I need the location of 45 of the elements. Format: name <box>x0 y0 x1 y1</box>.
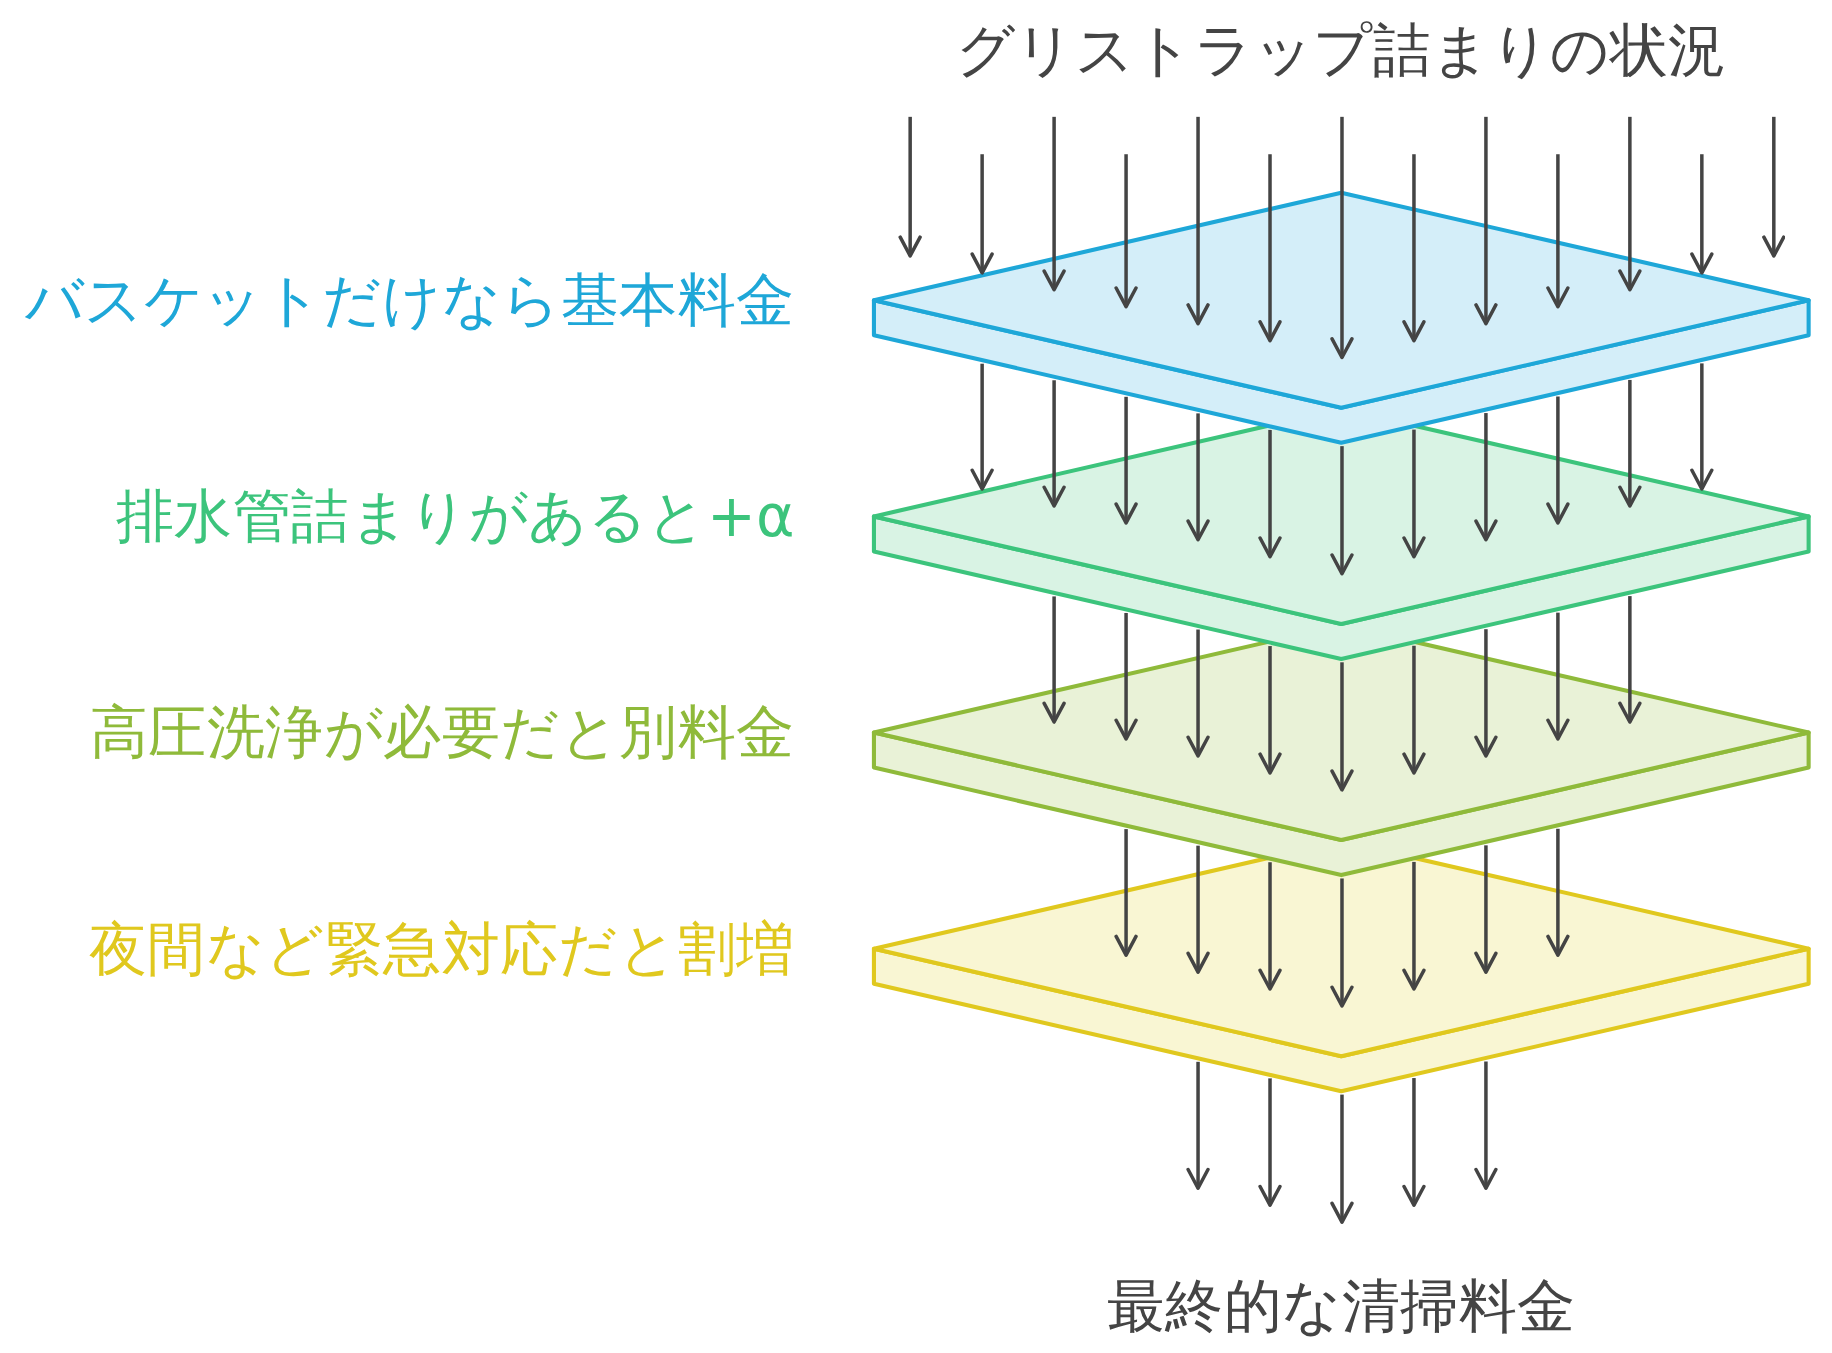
arrow <box>1186 413 1210 542</box>
arrow <box>898 116 922 258</box>
arrow <box>1546 396 1570 525</box>
arrow <box>1330 662 1354 792</box>
arrow <box>1690 154 1714 275</box>
arrow <box>1042 116 1066 292</box>
arrow <box>1114 612 1138 741</box>
arrow <box>1258 1078 1282 1207</box>
arrow <box>1186 845 1210 974</box>
arrow <box>1402 154 1426 343</box>
arrow <box>1546 828 1570 957</box>
arrow <box>970 154 994 275</box>
arrow <box>1546 612 1570 741</box>
arrow <box>1042 380 1066 508</box>
arrow <box>1186 629 1210 758</box>
layer-label: バスケットだけなら基本料金 <box>24 265 795 336</box>
arrow <box>1330 446 1354 576</box>
arrow <box>1114 396 1138 525</box>
arrow <box>1186 1061 1210 1190</box>
layer-label: 高圧洗浄が必要だと別料金 <box>89 697 795 768</box>
arrow <box>1114 154 1138 309</box>
arrow <box>1474 845 1498 974</box>
arrow <box>1330 1094 1354 1224</box>
heading: グリストラップ詰まりの状況 <box>955 16 1727 85</box>
arrow <box>1330 116 1354 360</box>
result-label: 最終的な清掃料金 <box>1107 1272 1576 1341</box>
arrow <box>1186 116 1210 326</box>
layer-label: 排水管詰まりがあると+α <box>115 481 795 552</box>
arrow <box>1042 596 1066 724</box>
arrow <box>1618 596 1642 724</box>
arrow <box>1474 413 1498 542</box>
arrow <box>1474 629 1498 758</box>
arrow <box>1258 154 1282 343</box>
arrow <box>1546 154 1570 309</box>
arrow <box>1114 829 1138 957</box>
arrow <box>1618 379 1642 508</box>
arrow <box>1762 116 1786 258</box>
arrow <box>970 363 994 491</box>
arrow <box>1618 116 1642 292</box>
arrow <box>1330 878 1354 1008</box>
arrow <box>1690 363 1714 491</box>
arrow <box>1474 1061 1498 1190</box>
layer-label: 夜間など緊急対応だと割増 <box>88 913 795 984</box>
arrow <box>1474 116 1498 326</box>
arrow <box>1402 1078 1426 1207</box>
